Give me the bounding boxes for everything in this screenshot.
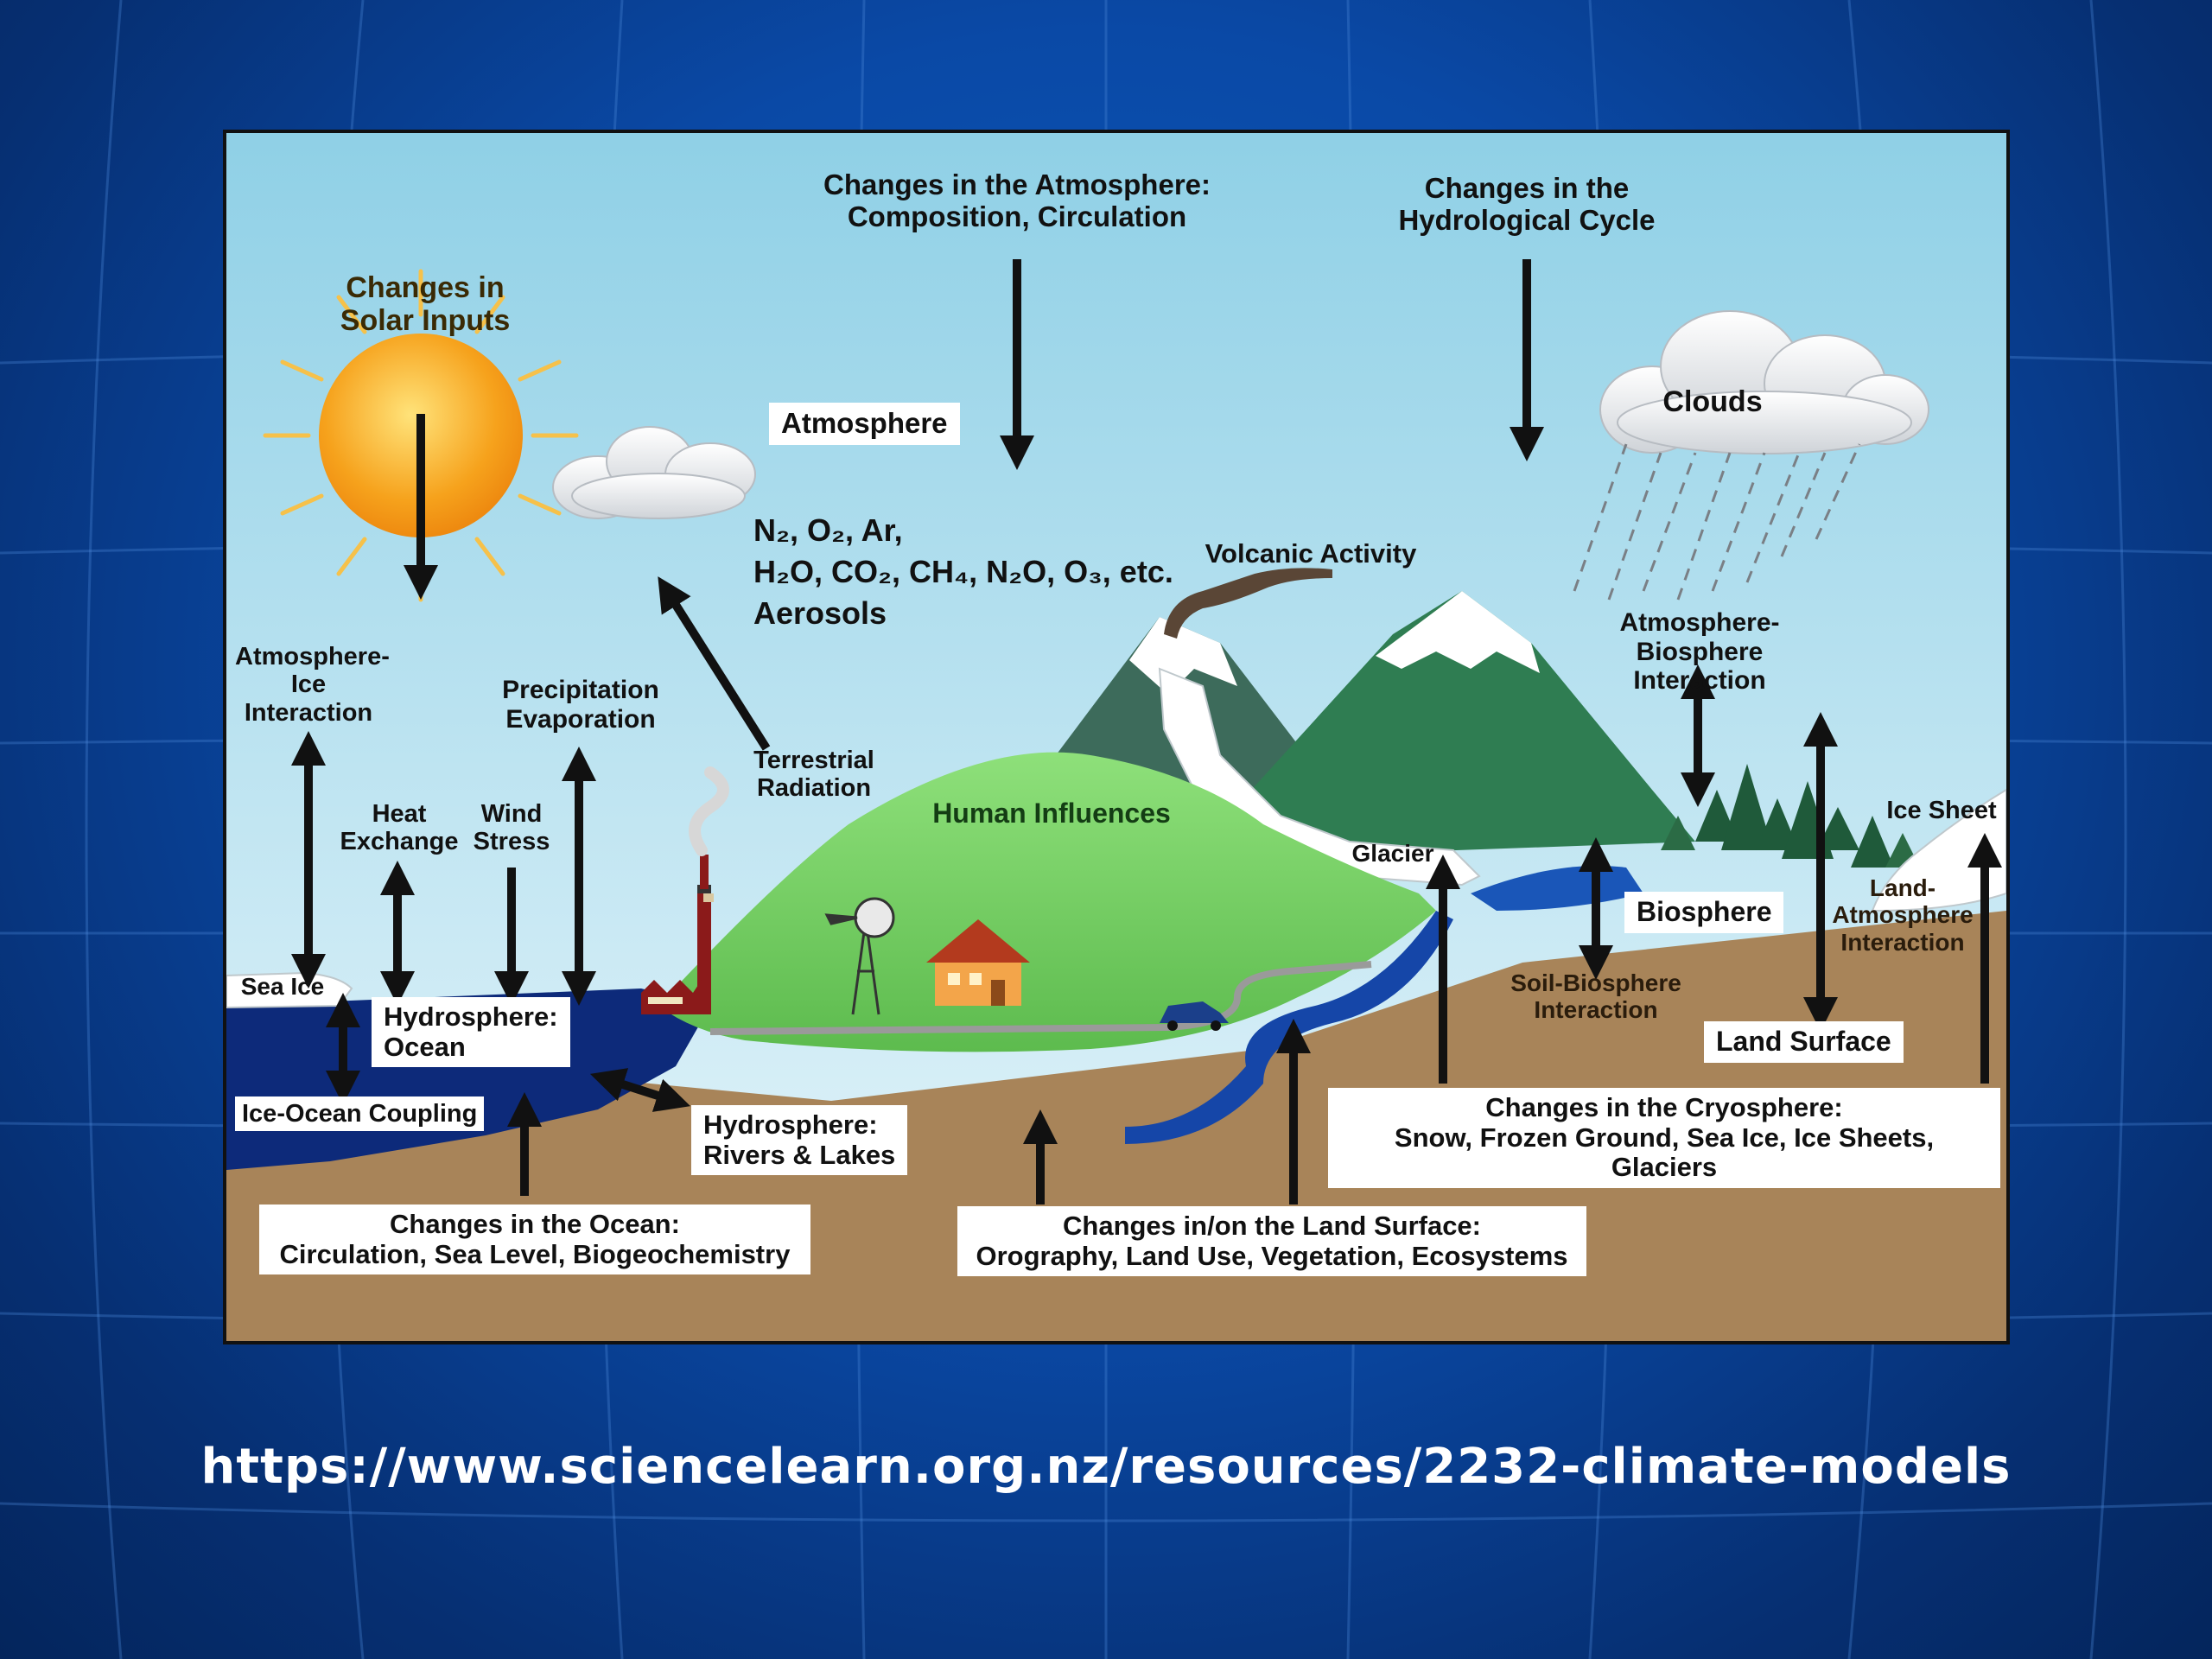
label-atmosphere-ice: Atmosphere- Ice Interaction [235,643,390,727]
arrow-rivers [589,1068,691,1112]
label-soil-biosphere: Soil-Biosphere Interaction [1510,969,1681,1024]
label-solar-inputs: Changes in Solar Inputs [340,271,511,338]
human-hill [658,752,1436,1052]
volcano-snow [1129,617,1237,695]
green-mountain-snow [1376,591,1540,673]
source-url[interactable]: https://www.sciencelearn.org.nz/resource… [200,1439,2012,1495]
label-biosphere: Biosphere [1624,892,1784,933]
label-hydrosphere-ocean: Hydrosphere: Ocean [372,997,570,1068]
label-terrestrial-radiation: Terrestrial Radiation [753,747,874,803]
factory-icon [641,766,729,1014]
arrows [291,259,2002,1205]
small-cloud-icon [552,426,756,519]
label-ice-ocean-coupling: Ice-Ocean Coupling [235,1096,485,1132]
rain-icon [1573,443,1861,601]
label-human-influences: Human Influences [932,798,1171,829]
label-ice-sheet: Ice Sheet [1886,797,1997,824]
rain-cloud-icon [1599,310,1929,454]
label-land-surface: Land Surface [1704,1021,1904,1063]
label-gases-1: N₂, O₂, Ar, [753,512,903,548]
label-land-changes: Changes in/on the Land Surface: Orograph… [957,1206,1586,1277]
label-atmosphere-changes: Changes in the Atmosphere: Composition, … [823,168,1211,232]
label-clouds: Clouds [1662,385,1763,418]
diagram-frame: Changes in Solar Inputs Changes in the A… [223,130,2010,1344]
ice-sheet [1871,788,2006,912]
label-wind-stress: Wind Stress [473,800,550,856]
label-glacier: Glacier [1351,840,1434,867]
label-hydrological-cycle: Changes in the Hydrological Cycle [1398,172,1656,236]
windmill-icon [824,897,895,1015]
arrow-terrestrial [658,576,771,751]
road [709,961,1372,1035]
volcanic-smoke [1164,568,1332,639]
label-hydrosphere-rivers: Hydrosphere: Rivers & Lakes [691,1105,908,1176]
car-icon [1160,1001,1229,1031]
label-ocean-changes: Changes in the Ocean: Circulation, Sea L… [259,1205,810,1275]
label-gases-2: H₂O, CO₂, CH₄, N₂O, O₃, etc. [753,554,1173,589]
label-sea-ice: Sea Ice [240,973,325,1000]
label-atmosphere: Atmosphere [769,403,960,445]
label-atmosphere-biosphere: Atmosphere-Biosphere Interaction [1619,608,1780,696]
label-heat-exchange: Heat Exchange [340,800,459,856]
label-cryosphere-changes: Changes in the Cryosphere: Snow, Frozen … [1328,1088,2000,1189]
label-gases-3: Aerosols [753,595,887,631]
house-icon [926,919,1030,1006]
label-land-atmosphere: Land- Atmosphere Interaction [1832,874,1974,956]
label-volcanic-activity: Volcanic Activity [1205,538,1417,569]
label-precipitation-evaporation: Precipitation Evaporation [502,676,659,734]
green-mountain [1220,591,1695,859]
